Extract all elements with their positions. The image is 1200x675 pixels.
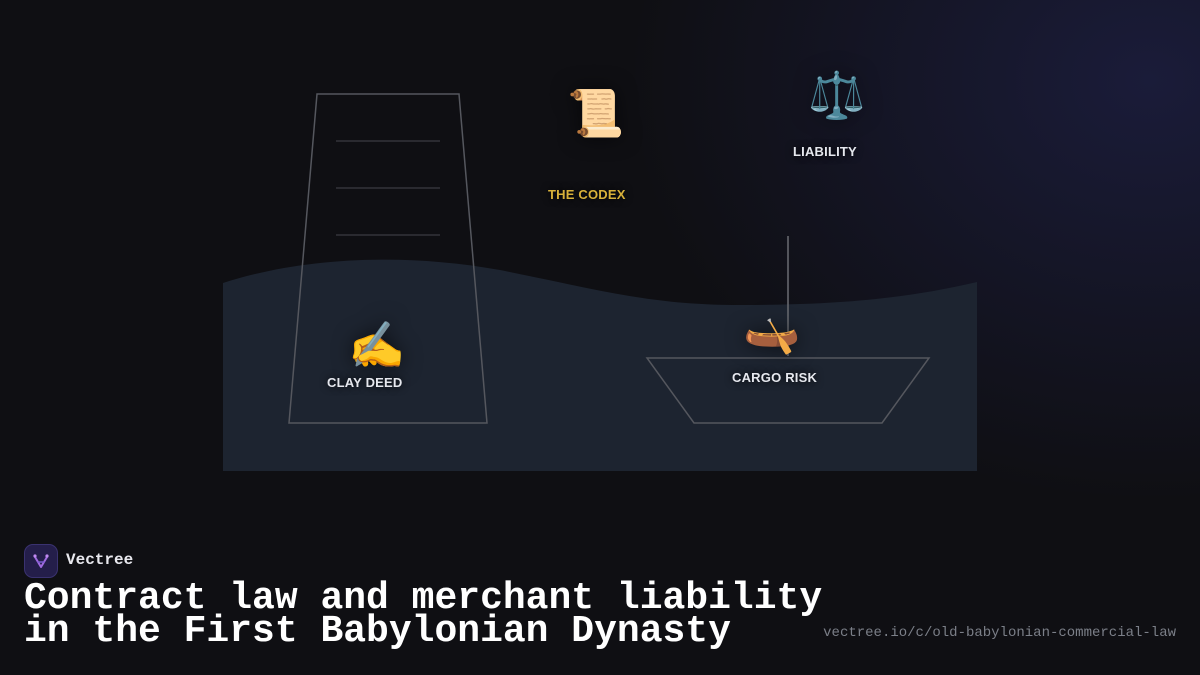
title-line-2: in the First Babylonian Dynasty xyxy=(24,610,731,653)
title-line-1: Contract law and merchant liability xyxy=(24,577,823,620)
clay-deed-label: CLAY DEED xyxy=(327,375,403,390)
vectree-logo-icon xyxy=(24,544,58,578)
stele-outline xyxy=(288,93,488,424)
brand-name: Vectree xyxy=(66,551,134,569)
liability-label: LIABILITY xyxy=(793,144,857,159)
vectree-logo-mark xyxy=(33,554,49,568)
codex-label: THE CODEX xyxy=(548,187,626,202)
boat-hull xyxy=(645,357,931,424)
page-title: Contract law and merchant liability in t… xyxy=(24,577,823,653)
cargo-risk-label: CARGO RISK xyxy=(732,370,818,385)
canoe-icon: 🛶 xyxy=(743,302,801,356)
scroll-icon: 📜 xyxy=(567,86,625,140)
writing-hand-icon: ✍️ xyxy=(348,318,406,372)
source-url: vectree.io/c/old-babylonian-commercial-l… xyxy=(823,625,1176,641)
water-band xyxy=(223,259,977,471)
scales-icon: ⚖️ xyxy=(808,68,866,122)
